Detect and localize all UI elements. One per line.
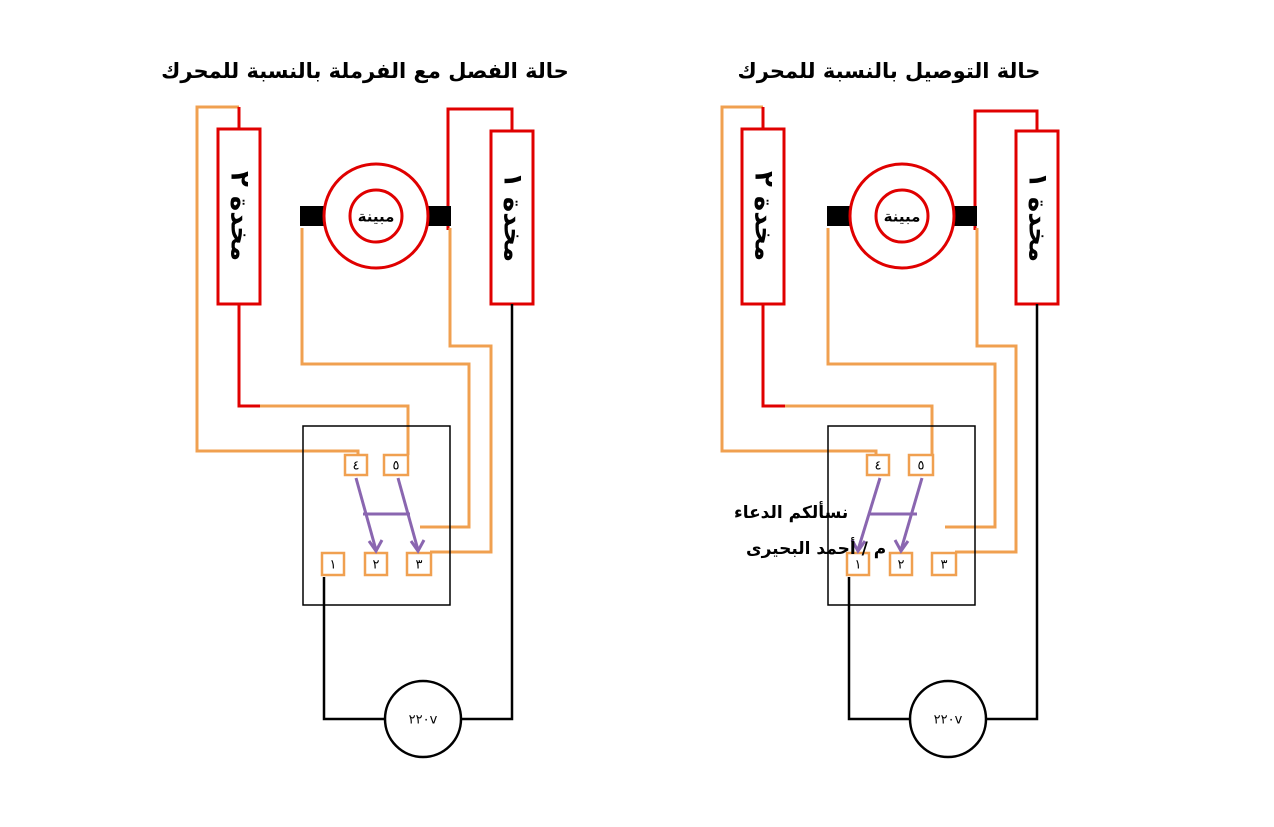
left-terminal-3: ٣ — [405, 551, 433, 577]
svg-text:١: ١ — [330, 558, 337, 573]
right-coil1-black-supply-wire — [986, 304, 1039, 721]
left-rotor-label: مبينة — [358, 208, 395, 226]
right-rotor-right-to-t3-wire — [955, 228, 1018, 554]
right-coil2-body — [740, 127, 786, 306]
right-coil1-label: مخدة ١ — [1023, 172, 1053, 262]
author-credit: نسألكم الدعاء م / أحمد البحيرى — [734, 501, 886, 559]
left-coil1-black-supply-wire — [460, 304, 514, 721]
right-terminal-5: ٥ — [907, 453, 935, 477]
left-terminal-5: ٥ — [382, 453, 410, 477]
svg-text:٤: ٤ — [353, 459, 360, 474]
right-switch-contacts — [850, 477, 924, 554]
left-terminal-2: ٢ — [363, 551, 389, 577]
left-diagram: حالة الفصل مع الفرملة بالنسبة للمحرك مخد… — [161, 59, 569, 759]
svg-text:٤: ٤ — [875, 459, 882, 474]
left-switch-box — [302, 425, 451, 606]
right-coil2-label: مخدة ٢ — [749, 171, 779, 261]
left-coil2-body — [216, 127, 262, 306]
right-coil-1: مخدة ١ — [973, 109, 1060, 721]
left-coil-2: مخدة ٢ — [195, 105, 360, 455]
right-terminal1-supply-wire — [847, 577, 910, 721]
left-rotor-brush-left — [300, 206, 325, 226]
svg-text:٥: ٥ — [918, 459, 925, 474]
svg-text:٣: ٣ — [941, 558, 948, 573]
right-switch-box — [827, 425, 976, 606]
left-switch-contacts — [354, 477, 426, 554]
right-coil-2: مخدة ٢ — [720, 105, 878, 455]
right-rotor-inner-ring — [874, 188, 930, 244]
right-supply-label: ٢٢٠v — [934, 713, 963, 728]
svg-text:٢: ٢ — [373, 558, 380, 573]
right-coil2-to-t5-wire — [785, 404, 934, 455]
svg-text:٥: ٥ — [393, 459, 400, 474]
right-rotor-brush-right — [952, 206, 977, 226]
svg-text:٣: ٣ — [416, 558, 423, 573]
left-rotor-right-to-t3-wire — [430, 228, 493, 554]
right-coil2-red-bottom-lead — [761, 304, 785, 408]
left-coil1-body — [489, 129, 535, 306]
left-terminal-1: ١ — [320, 551, 346, 577]
right-diagram: حالة التوصيل بالنسبة للمحرك مخدة ٢ مخدة … — [720, 59, 1060, 759]
left-rotor-inner-ring — [348, 188, 404, 244]
left-coil2-to-t5-wire — [260, 404, 410, 455]
left-coil1-red-top-lead — [446, 107, 514, 230]
right-terminal-3: ٣ — [930, 551, 958, 577]
right-supply-source: ٢٢٠v — [908, 679, 988, 759]
svg-text:١: ١ — [855, 558, 862, 573]
right-coil1-red-top-lead — [973, 109, 1039, 230]
right-rotor-brush-left — [827, 206, 852, 226]
left-rotor-to-t3-wire — [300, 228, 471, 529]
left-diagram-title: حالة الفصل مع الفرملة بالنسبة للمحرك — [161, 59, 569, 83]
credit-line-2: م / أحمد البحيرى — [746, 537, 886, 559]
left-supply-label: ٢٢٠v — [409, 713, 438, 728]
left-rotor: مبينة — [300, 162, 451, 270]
right-rotor-to-t3-wire — [826, 228, 997, 529]
right-terminal-4: ٤ — [865, 453, 891, 477]
left-coil2-label: مخدة ٢ — [225, 171, 255, 261]
credit-line-1: نسألكم الدعاء — [734, 501, 848, 523]
left-terminal1-supply-wire — [322, 577, 385, 721]
svg-text:٢: ٢ — [898, 558, 905, 573]
right-diagram-title: حالة التوصيل بالنسبة للمحرك — [738, 59, 1041, 83]
left-rotor-brush-right — [426, 206, 451, 226]
left-coil2-orange-wire — [195, 105, 360, 455]
right-rotor-label: مبينة — [884, 208, 921, 226]
right-terminal-2: ٢ — [888, 551, 914, 577]
right-rotor: مبينة — [827, 162, 977, 270]
left-coil1-label: مخدة ١ — [498, 172, 528, 262]
left-supply-source: ٢٢٠v — [383, 679, 463, 759]
left-coil-1: مخدة ١ — [446, 107, 535, 721]
right-coil2-orange-wire — [720, 105, 878, 455]
left-terminal-4: ٤ — [343, 453, 369, 477]
left-coil2-red-bottom-lead — [237, 304, 260, 408]
